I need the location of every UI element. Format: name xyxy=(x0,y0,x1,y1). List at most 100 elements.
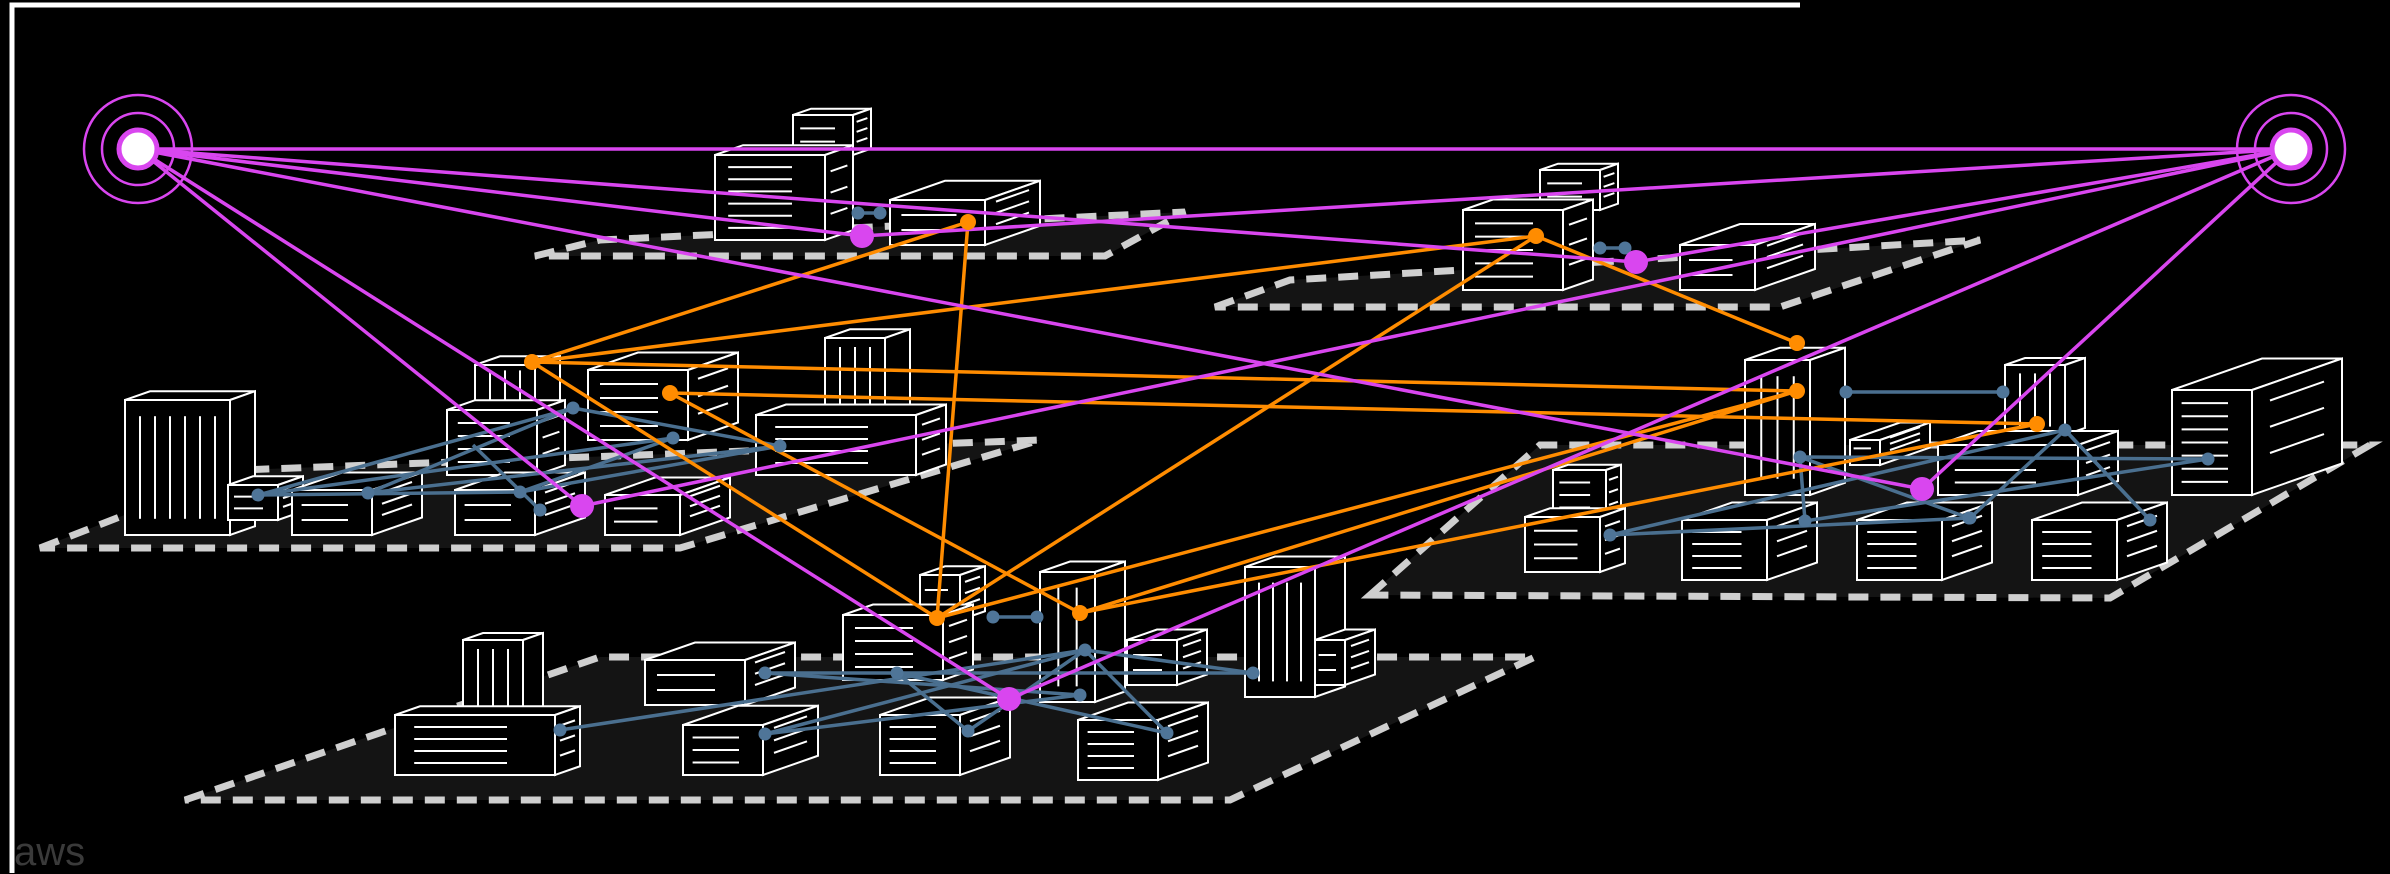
backbone-link xyxy=(136,147,584,508)
building-icon xyxy=(1314,628,1376,687)
local-node xyxy=(758,727,772,741)
local-node xyxy=(553,723,567,737)
backbone-link xyxy=(1635,147,2292,264)
local-node xyxy=(1962,511,1976,525)
local-link xyxy=(1609,516,1971,537)
regional-link xyxy=(1535,234,1798,345)
local-link xyxy=(896,671,1168,735)
local-link xyxy=(257,436,674,497)
local-link xyxy=(519,444,781,494)
local-node xyxy=(2201,452,2215,466)
backbone-link xyxy=(861,147,2292,238)
building-icon xyxy=(792,107,872,157)
local-link xyxy=(559,648,1086,732)
building-icon xyxy=(1856,501,1993,582)
local-node xyxy=(1030,610,1044,624)
local-node xyxy=(758,666,772,680)
local-link xyxy=(764,648,1086,736)
regional-node xyxy=(1528,228,1544,244)
backbone-link xyxy=(137,147,1923,491)
local-link xyxy=(1804,457,2209,523)
regional-links xyxy=(531,220,2038,620)
local-node xyxy=(566,401,580,415)
endpoints xyxy=(82,93,2347,205)
local-node xyxy=(773,439,787,453)
local-node xyxy=(1839,385,1853,399)
building-icon xyxy=(604,476,731,537)
local-link xyxy=(257,406,574,497)
backbone-links xyxy=(136,147,2293,701)
backbone-node xyxy=(850,224,874,248)
local-node xyxy=(1593,241,1607,255)
local-link xyxy=(2063,428,2152,522)
building-icon xyxy=(394,704,581,777)
backbone-link xyxy=(581,147,2292,508)
regional-node xyxy=(960,214,976,230)
building-icon xyxy=(1126,628,1208,687)
backbone-link xyxy=(137,147,1637,264)
local-node xyxy=(666,431,680,445)
local-link xyxy=(1799,455,1970,520)
regional-node xyxy=(1789,335,1805,351)
local-node xyxy=(513,485,527,499)
local-node xyxy=(1160,726,1174,740)
regional-link xyxy=(531,220,969,364)
backbone-node xyxy=(570,494,594,518)
local-link xyxy=(519,436,674,494)
building-icon xyxy=(462,631,544,717)
regional-link xyxy=(531,360,938,620)
backbone-link xyxy=(1008,147,2292,701)
local-node xyxy=(1073,688,1087,702)
local-node xyxy=(873,206,887,220)
backbone-node xyxy=(1624,250,1648,274)
local-link xyxy=(367,444,781,495)
regional-node xyxy=(929,610,945,626)
building-icon xyxy=(879,696,1011,777)
regional-link xyxy=(1079,422,2038,615)
backbone-link xyxy=(137,147,1010,701)
local-node xyxy=(2058,423,2072,437)
brand-watermark: aws xyxy=(14,830,86,874)
buildings xyxy=(124,107,2343,782)
local-node xyxy=(1793,450,1807,464)
regional-link xyxy=(935,221,970,619)
right-endpoint-icon xyxy=(2235,93,2347,205)
backbone-link xyxy=(137,147,863,238)
regional-link xyxy=(531,360,1798,393)
regional-link xyxy=(936,389,1798,620)
local-link xyxy=(471,443,542,512)
local-link xyxy=(367,406,574,495)
local-node xyxy=(2143,513,2157,527)
local-link xyxy=(572,406,781,448)
local-node xyxy=(851,206,865,220)
regional-node xyxy=(1072,605,1088,621)
building-icon xyxy=(2171,357,2343,497)
regional-link xyxy=(936,234,1537,620)
regional-link xyxy=(669,391,1081,615)
local-node xyxy=(1078,643,1092,657)
regional-link xyxy=(669,391,2038,426)
regional-link xyxy=(531,234,1537,364)
regional-link xyxy=(1079,389,1798,615)
local-node xyxy=(890,666,904,680)
frame-border xyxy=(9,2,1800,873)
local-node xyxy=(1246,666,1260,680)
regional-node xyxy=(662,385,678,401)
local-link xyxy=(1968,428,2067,520)
local-node xyxy=(1603,528,1617,542)
local-link xyxy=(1083,648,1169,735)
building-icon xyxy=(1462,198,1594,292)
building-icon xyxy=(2031,501,2168,582)
building-icon xyxy=(2004,356,2086,437)
local-node xyxy=(361,486,375,500)
local-link xyxy=(1609,428,2066,537)
backbone-node xyxy=(997,687,1021,711)
local-node xyxy=(1798,514,1812,528)
local-node xyxy=(1618,241,1632,255)
local-node xyxy=(251,488,265,502)
local-node xyxy=(533,503,547,517)
network-nodes xyxy=(251,206,2215,741)
backbone-link xyxy=(1920,147,2293,491)
regional-node xyxy=(524,354,540,370)
